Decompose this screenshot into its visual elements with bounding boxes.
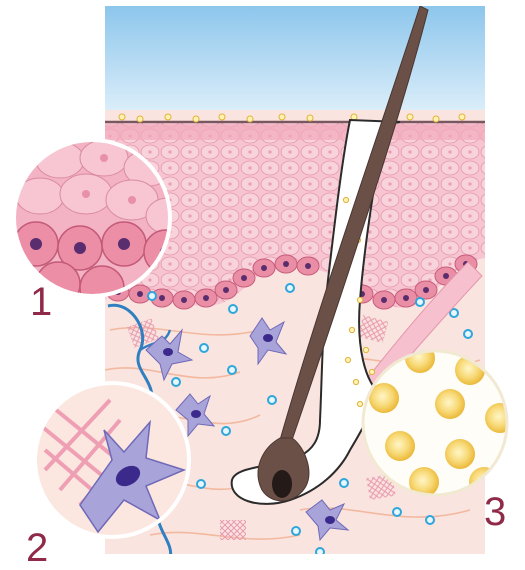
label-two: 2 [26, 528, 48, 568]
dermal-papilla [272, 470, 292, 498]
label-one: 1 [30, 282, 52, 322]
sky-background [105, 6, 485, 126]
label-three: 3 [484, 492, 506, 532]
